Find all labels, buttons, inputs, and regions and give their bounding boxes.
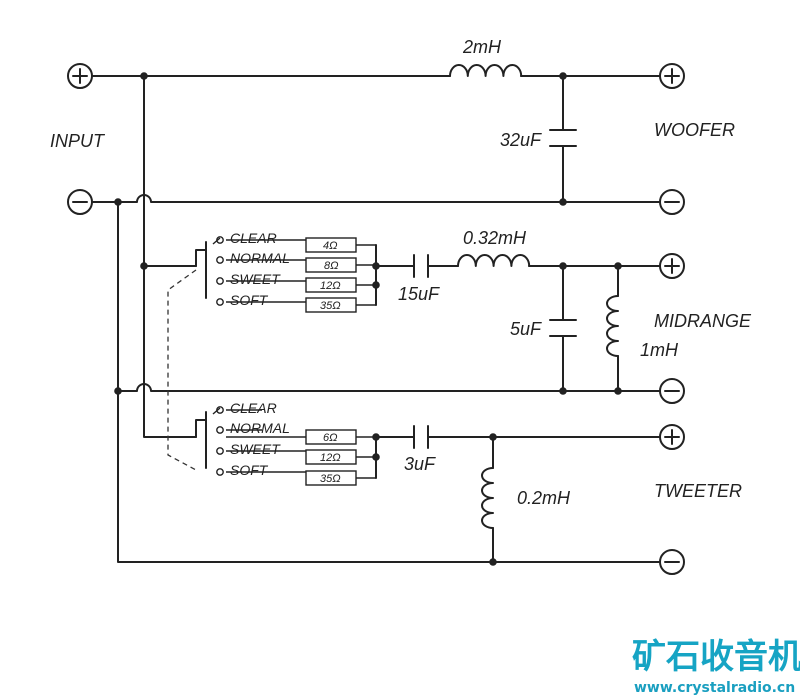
- midrange-plus-terminal: [659, 253, 685, 279]
- tweeter-switch: [195, 406, 377, 486]
- woofer-wires: [91, 75, 661, 203]
- mid-shunt-inductor-label: 1mH: [640, 340, 679, 360]
- midrange-minus-terminal: [659, 378, 685, 404]
- mid-switch: [195, 236, 377, 313]
- tweeter-switch-normal-label: NORMAL: [230, 420, 290, 436]
- tweeter-shunt-inductor-label: 0.2mH: [517, 488, 571, 508]
- tweeter-minus-terminal: [659, 549, 685, 575]
- mid-series-capacitor-label: 15uF: [398, 284, 440, 304]
- woofer-capacitor-label: 32uF: [500, 130, 542, 150]
- tweeter-resistor-3-label: 35Ω: [320, 473, 341, 485]
- watermark-url: www.crystalradio.cn: [634, 680, 795, 696]
- woofer-plus-terminal: [659, 63, 685, 89]
- mid-series-inductor-label: 0.32mH: [463, 228, 527, 248]
- tweeter-switch-sweet-label: SWEET: [230, 441, 281, 457]
- tweeter-switch-soft-label: SOFT: [230, 462, 269, 478]
- watermark-chinese: 矿石收音机: [632, 637, 800, 677]
- woofer-inductor-label: 2mH: [462, 37, 502, 57]
- tweeter-shunt-inductor: [481, 467, 494, 529]
- midrange-series-capacitor: [413, 254, 429, 278]
- woofer-inductor: [449, 64, 523, 77]
- tweeter-resistor-1-label: 6Ω: [323, 432, 338, 444]
- junction-dots: [114, 72, 622, 566]
- input-plus-terminal: [67, 63, 93, 89]
- mid-resistor-4-label: 35Ω: [320, 300, 341, 312]
- mid-resistor-1-label: 4Ω: [323, 240, 338, 252]
- tweeter-series-capacitor-label: 3uF: [404, 454, 436, 474]
- midrange-label: MIDRANGE: [654, 311, 752, 331]
- tweeter-plus-terminal: [659, 424, 685, 450]
- mid-switch-sweet-label: SWEET: [230, 271, 281, 287]
- bus-wires: [117, 75, 661, 563]
- midrange-series-inductor: [457, 254, 531, 267]
- mid-switch-clear-label: CLEAR: [230, 230, 277, 246]
- woofer-minus-terminal: [659, 189, 685, 215]
- mid-resistor-3-label: 12Ω: [320, 280, 341, 292]
- midrange-shunt-capacitor: [549, 319, 577, 337]
- tweeter-series-capacitor: [413, 425, 429, 449]
- midrange-shunt-inductor: [606, 295, 619, 357]
- tweeter-switch-clear-label: CLEAR: [230, 400, 277, 416]
- tweeter-resistor-2-label: 12Ω: [320, 452, 341, 464]
- mid-switch-normal-label: NORMAL: [230, 250, 290, 266]
- switch-gang-link: [167, 269, 197, 471]
- woofer-capacitor: [549, 129, 577, 147]
- midrange-wires: [375, 265, 661, 392]
- mid-switch-soft-label: SOFT: [230, 292, 269, 308]
- mid-shunt-capacitor-label: 5uF: [510, 319, 542, 339]
- tweeter-label: TWEETER: [654, 481, 742, 501]
- input-label: INPUT: [50, 131, 106, 151]
- input-minus-terminal: [67, 189, 93, 215]
- mid-resistor-2-label: 8Ω: [324, 260, 339, 272]
- woofer-label: WOOFER: [654, 120, 735, 140]
